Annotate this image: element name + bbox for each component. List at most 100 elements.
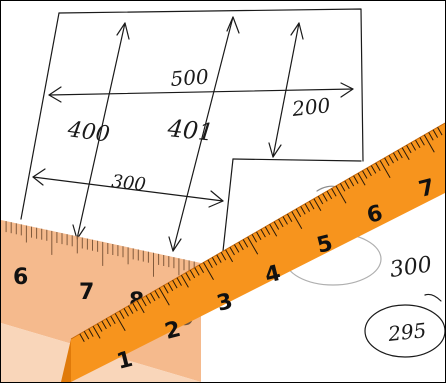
ruler-tick (344, 180, 350, 189)
label-200: 200 (290, 93, 332, 121)
front-ruler[interactable]: 1 2 3 4 5 6 7 (61, 122, 445, 382)
ruler-tick (375, 162, 381, 172)
ruler-tick (145, 295, 152, 304)
ruler-tick (415, 139, 421, 149)
ruler-tick (339, 183, 346, 192)
ruler-tick (410, 142, 417, 151)
note-295-label: 295 (386, 318, 427, 346)
ruler-tick (260, 229, 266, 238)
ruler-tick (392, 152, 399, 161)
ruler-tick (185, 272, 191, 281)
ruler-tick (313, 198, 322, 212)
arrowhead-401-bottom (168, 236, 182, 252)
ruler-tick (423, 134, 435, 153)
ruler-tick (233, 244, 240, 253)
sketch-frame-top (58, 8, 364, 162)
back-ruler-number: 6 (13, 265, 28, 290)
ruler-tick (397, 150, 403, 159)
sketch-frame-left (20, 12, 60, 220)
back-ruler-ticks (5, 221, 195, 277)
ruler-tick (437, 127, 443, 136)
ruler-tick (110, 315, 116, 325)
dimension-line-401 (172, 16, 234, 252)
ruler-tick (295, 208, 302, 217)
arrowhead-400-top (116, 22, 130, 40)
arrowhead-300-right (208, 190, 224, 208)
note-300-tail (424, 293, 442, 302)
ruler-tick (158, 287, 170, 306)
ruler-tick (194, 267, 200, 276)
ruler-tick (88, 328, 94, 337)
ruler-tick (207, 259, 213, 268)
ruler-tick (83, 331, 90, 340)
ruler-tick (229, 246, 235, 256)
ruler-tick (300, 206, 306, 215)
ruler-tick (278, 218, 284, 228)
ruler-tick (105, 318, 112, 327)
ruler-tick (331, 188, 337, 197)
label-500: 500 (170, 64, 210, 91)
arrowhead-500-left (48, 86, 62, 103)
ruler-tick (242, 239, 249, 248)
ruler-tick (406, 144, 412, 154)
label-400: 400 (65, 117, 111, 148)
ruler-tick (141, 297, 147, 307)
ruler-tick (401, 147, 410, 161)
ruler-tick (127, 305, 134, 314)
note-300-label: 300 (388, 252, 433, 283)
ruler-tick (189, 269, 196, 279)
note-295-circle (364, 304, 445, 358)
front-ruler-ticks (79, 127, 443, 342)
ruler-tick (282, 216, 288, 225)
ruler-tick (172, 280, 178, 289)
ruler-tick (154, 290, 160, 299)
front-ruler-number: 6 (364, 201, 385, 229)
arrowhead-300-left (32, 168, 46, 186)
sketch-inner-vertical (222, 158, 234, 252)
ruler-tick (291, 211, 303, 230)
dimension-line-400 (76, 22, 126, 240)
front-ruler-number: 4 (262, 261, 283, 289)
ruler-tick (353, 175, 359, 184)
ruler-tick (317, 195, 324, 205)
ruler-tick (379, 160, 391, 179)
ruler-tick (273, 221, 280, 230)
arrowhead-200-bottom (268, 142, 282, 158)
ruler-tick (132, 303, 138, 312)
ruler-tick (388, 155, 394, 164)
ruler-tick (92, 325, 101, 339)
ruler-tick (136, 300, 145, 314)
ruler-tick (309, 201, 315, 210)
ruler-tick (79, 333, 85, 342)
ruler-tick (247, 236, 259, 255)
ruler-tick (119, 310, 125, 319)
ruler-tick (362, 170, 368, 179)
ruler-tick (123, 308, 129, 317)
ruler-tick (256, 231, 262, 240)
back-ruler-number: 7 (79, 280, 94, 305)
ruler-tick (335, 185, 347, 204)
ruler-tick (150, 292, 156, 302)
front-ruler-top-face (71, 123, 445, 382)
ruler-tick (304, 203, 311, 212)
ruler-tick (220, 252, 227, 261)
arrowhead-200-top (290, 22, 304, 40)
ruler-tick (428, 132, 434, 141)
ruler-tick (366, 167, 372, 177)
ruler-tick (432, 129, 439, 138)
ruler-tick (101, 320, 107, 330)
ruler-tick (114, 313, 126, 332)
dimension-line-300 (32, 176, 224, 202)
ruler-tick (286, 213, 293, 223)
ruler-tick (225, 249, 234, 263)
ruler-tick (97, 323, 103, 332)
ruler-tick (216, 254, 222, 263)
ruler-tick (251, 234, 258, 243)
ruler-tick (180, 274, 189, 288)
front-ruler-number: 1 (114, 347, 135, 375)
dimension-line-500 (48, 88, 354, 96)
front-ruler-number: 5 (314, 231, 335, 259)
arrowhead-401-top (226, 16, 240, 34)
arrowhead-500-right (340, 82, 354, 98)
